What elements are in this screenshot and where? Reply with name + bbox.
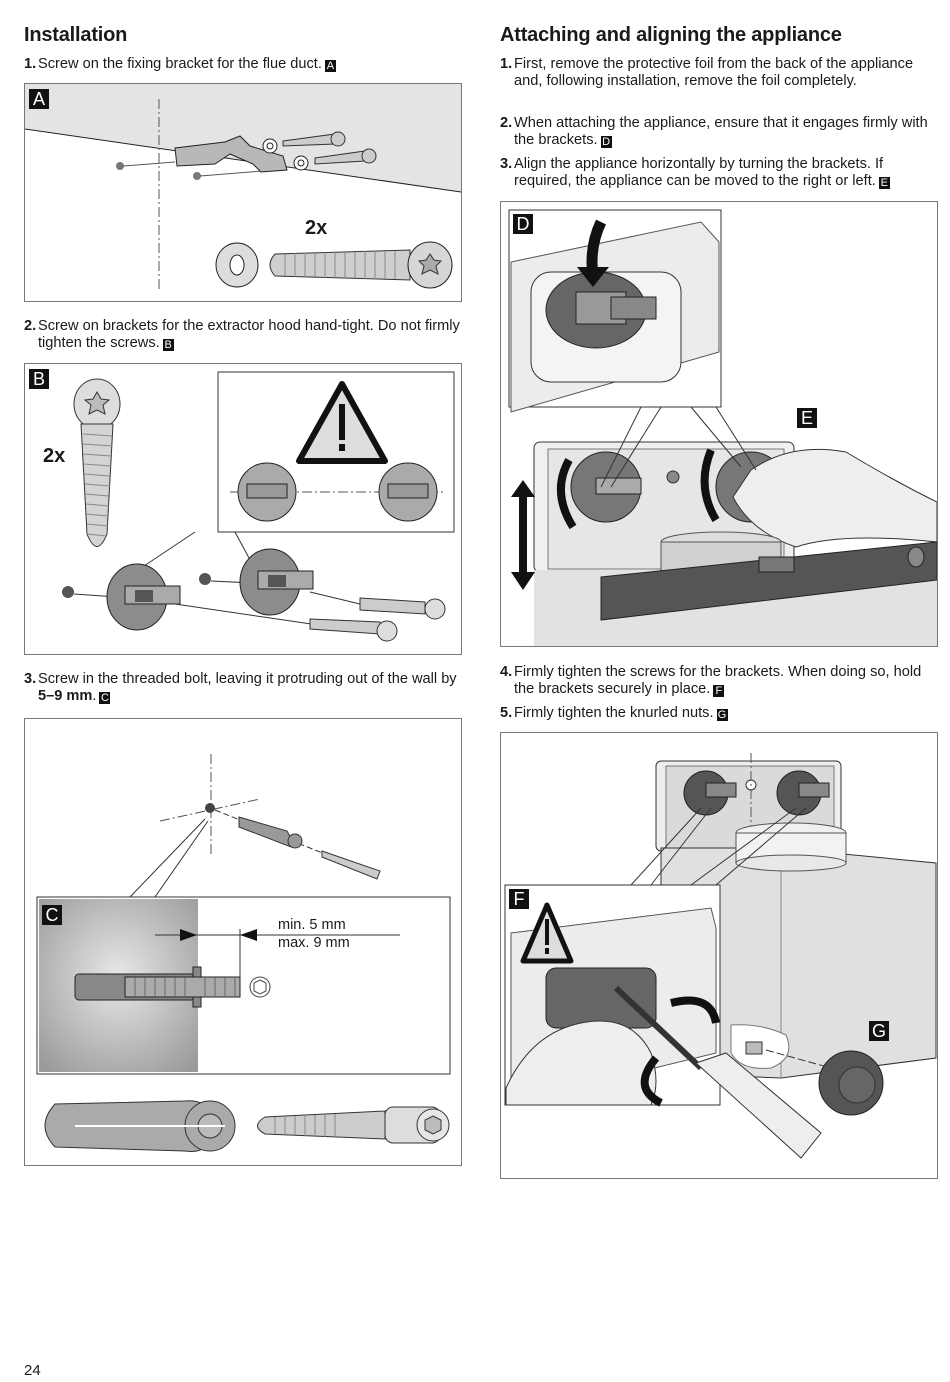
screwdriver-handle [695, 1052, 822, 1159]
figure-label-f: F [509, 889, 529, 909]
screwdriver-shaft [613, 985, 704, 1071]
drill-hole [199, 573, 211, 585]
drill-hole [205, 803, 215, 813]
quantity-label: 2x [305, 217, 328, 239]
quantity-label: 2x [43, 445, 66, 467]
drill-hole [193, 172, 201, 180]
step-text: Align the appliance horizontally by turn… [514, 156, 884, 189]
step-text: Screw on brackets for the extractor hood… [38, 318, 460, 351]
figure-ref: C [99, 692, 111, 704]
figure-c: C min. 5 mm max. 9 mm [24, 718, 462, 1166]
torx-icon [83, 390, 111, 415]
figure-d-e: D E [500, 201, 938, 647]
figure-d-e-illustration [508, 209, 937, 646]
figure-b: B 2x [24, 363, 462, 655]
step-installation-1: 1. Screw on the fixing bracket for the f… [24, 56, 468, 73]
screw-large [269, 249, 411, 281]
dimension-arrow [180, 929, 197, 941]
step-attaching-1: 1. First, remove the protective foil fro… [500, 56, 944, 90]
step-number: 2. [500, 115, 513, 131]
figure-f-g: F G [500, 732, 938, 1179]
measurement-min: min. 5 mm [278, 917, 346, 933]
screw [359, 597, 426, 615]
figure-a: A 2x [24, 83, 462, 302]
fixing-bracket [174, 135, 288, 173]
step-number: 2. [24, 318, 37, 334]
spirit-level [600, 541, 937, 621]
hex-socket-icon [424, 1115, 442, 1135]
step-text-bold: 5–9 mm [38, 688, 93, 704]
figure-ref: F [713, 685, 725, 697]
figure-ref: D [600, 136, 612, 148]
center-hole [666, 470, 680, 484]
step-number: 3. [24, 671, 37, 687]
figure-ref: G [716, 709, 728, 721]
step-number: 1. [24, 56, 37, 72]
figure-c-illustration [36, 754, 451, 1152]
threaded-stud [745, 1041, 763, 1055]
figure-f-g-illustration [504, 753, 937, 1159]
page-number: 24 [24, 1362, 41, 1379]
step-text: Screw in the threaded bolt, leaving it p… [38, 671, 457, 687]
step-text: Screw on the fixing bracket for the flue… [38, 56, 322, 72]
threaded-bolt-large [257, 1110, 386, 1140]
anchor-plug [238, 816, 296, 848]
figure-label-a: A [29, 89, 49, 109]
step-number: 5. [500, 705, 513, 721]
measurement-max: max. 9 mm [278, 935, 350, 951]
figure-ref: B [162, 339, 174, 351]
figure-b-illustration [62, 371, 455, 642]
step-text: First, remove the protective foil from t… [514, 56, 914, 89]
step-text: Firmly tighten the screws for the bracke… [514, 664, 922, 697]
threaded-bolt-section [124, 976, 241, 998]
step-attaching-2: 2. When attaching the appliance, ensure … [500, 115, 944, 149]
threaded-bolt [321, 850, 381, 880]
bracket [545, 967, 657, 1029]
step-installation-2: 2. Screw on brackets for the extractor h… [24, 318, 468, 352]
wall-surface [25, 84, 461, 192]
screw [309, 618, 381, 635]
step-number: 1. [500, 56, 513, 72]
step-text: When attaching the appliance, ensure tha… [514, 115, 928, 148]
figure-ref: E [878, 177, 890, 189]
step-attaching-4: 4. Firmly tighten the screws for the bra… [500, 664, 944, 698]
section-title-attaching: Attaching and aligning the appliance [500, 24, 842, 46]
figure-label-b: B [29, 369, 49, 389]
step-number: 4. [500, 664, 513, 680]
drill-hole [116, 162, 124, 170]
step-installation-3: 3. Screw in the threaded bolt, leaving i… [24, 671, 457, 704]
step-text: Firmly tighten the knurled nuts. [514, 705, 714, 721]
section-title-installation: Installation [24, 24, 128, 46]
rotate-arrow-icon [640, 1055, 664, 1107]
hand [505, 1020, 657, 1106]
torx-icon [417, 253, 443, 275]
figure-label-c: C [42, 905, 62, 925]
figure-label-d: D [513, 214, 533, 234]
rotate-arrow-icon [700, 448, 720, 523]
figure-label-g: G [869, 1021, 889, 1041]
dimension-arrow [240, 929, 257, 941]
step-attaching-3: 3. Align the appliance horizontally by t… [500, 156, 944, 190]
drill-hole [62, 586, 74, 598]
step-attaching-5: 5. Firmly tighten the knurled nuts.G [500, 705, 944, 722]
figure-a-illustration [25, 84, 461, 289]
figure-ref: A [324, 60, 336, 72]
rotate-arrow-icon [556, 458, 577, 530]
figure-label-e: E [797, 408, 817, 428]
step-number: 3. [500, 156, 513, 172]
